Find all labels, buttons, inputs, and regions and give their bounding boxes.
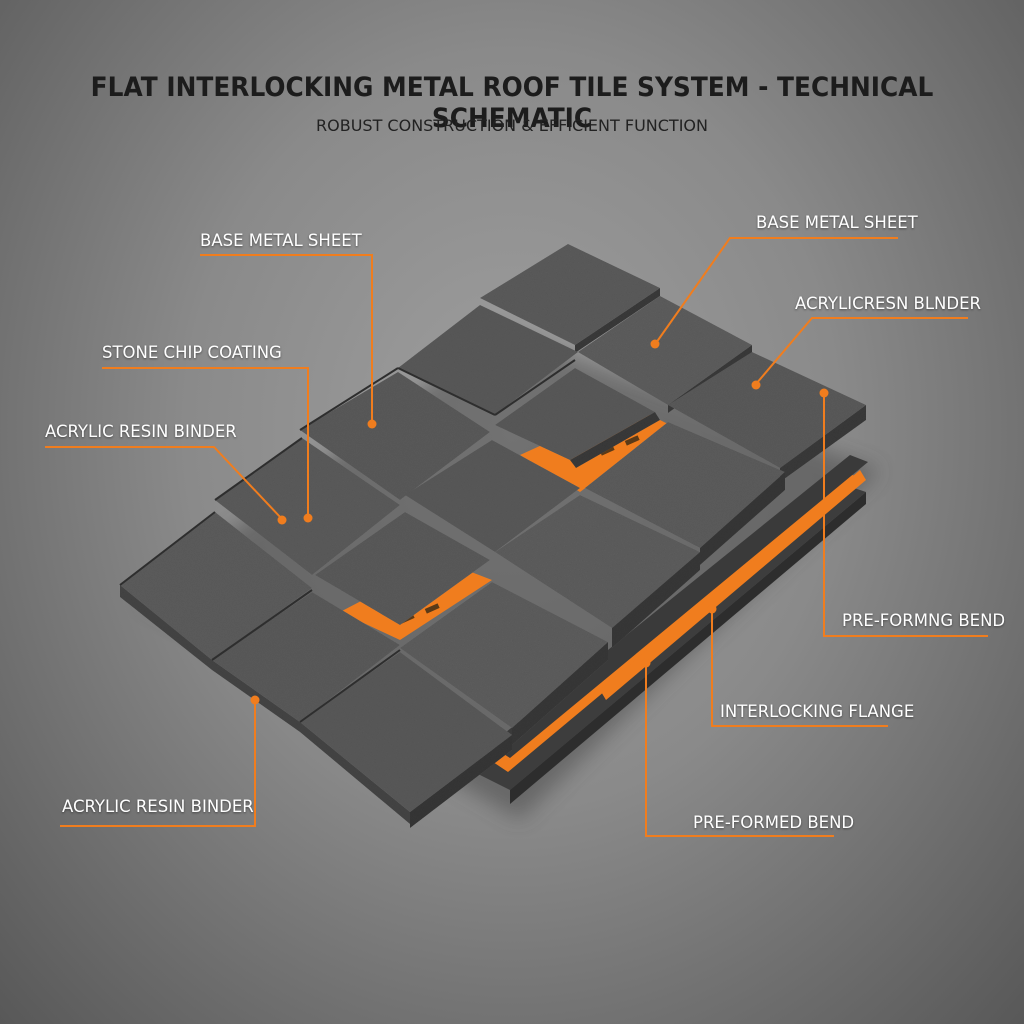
callout-base-metal-sheet-right: BASE METAL SHEET — [756, 213, 918, 232]
callout-leaders — [45, 237, 988, 837]
callout-base-metal-sheet-left: BASE METAL SHEET — [200, 231, 362, 250]
page-title: FLAT INTERLOCKING METAL ROOF TILE SYSTEM… — [90, 72, 934, 134]
orange-flange-strip — [600, 470, 866, 700]
leader-acrylic-resin-binder-right — [755, 317, 968, 385]
callout-pre-formed-bend: PRE-FORMED BEND — [693, 813, 855, 832]
leader-stone-chip-coating — [102, 367, 309, 516]
leader-pre-forming-bend — [823, 393, 988, 637]
tile — [585, 422, 785, 548]
leader-interlocking-flange — [711, 609, 888, 727]
tile-seams — [119, 359, 576, 723]
tile-edge — [410, 735, 512, 828]
tile — [212, 592, 400, 722]
leader-base-metal-sheet-right — [655, 237, 898, 344]
tile — [300, 372, 490, 500]
callout-interlocking-flange: INTERLOCKING FLANGE — [720, 702, 915, 721]
tile — [400, 582, 608, 728]
tile — [405, 440, 580, 552]
tile-edge — [575, 288, 660, 353]
callout-pre-forming-bend: PRE-FORMNG BEND — [842, 611, 1006, 630]
callout-acrylic-resin-binder-right: ACRYLICRESN BLNDER — [795, 294, 981, 313]
tile-edge — [612, 552, 700, 648]
tile-edge — [512, 642, 608, 745]
leader-acrylic-resin-binder-bottom — [60, 700, 256, 827]
callout-stone-chip-coating: STONE CHIP COATING — [102, 343, 282, 362]
tile — [495, 495, 700, 628]
tile-grid — [120, 244, 866, 828]
lower-layer — [490, 455, 868, 758]
leader-pre-formed-bend — [645, 663, 834, 837]
callout-acrylic-resin-binder-bottom: ACRYLIC RESIN BINDER — [62, 797, 254, 816]
callout-acrylic-resin-binder-left: ACRYLIC RESIN BINDER — [45, 422, 237, 441]
leader-acrylic-resin-binder-left — [45, 446, 283, 520]
tile-edge — [700, 472, 785, 565]
tile — [495, 368, 655, 460]
lower-layers — [470, 455, 868, 804]
tile-edge — [120, 585, 212, 670]
leader-base-metal-sheet-left — [200, 254, 373, 422]
tile — [480, 244, 660, 345]
lower-layer-edge — [510, 492, 866, 804]
page-subtitle: ROBUST CONSTRUCTION & EFFICIENT FUNCTION — [316, 116, 708, 135]
tile — [578, 296, 752, 405]
tile — [668, 352, 866, 468]
tile — [300, 652, 512, 812]
tile-edge — [300, 722, 410, 824]
tile-edge — [570, 412, 660, 468]
callout-dots — [250, 339, 829, 705]
tile — [315, 512, 490, 625]
tile — [398, 305, 578, 415]
